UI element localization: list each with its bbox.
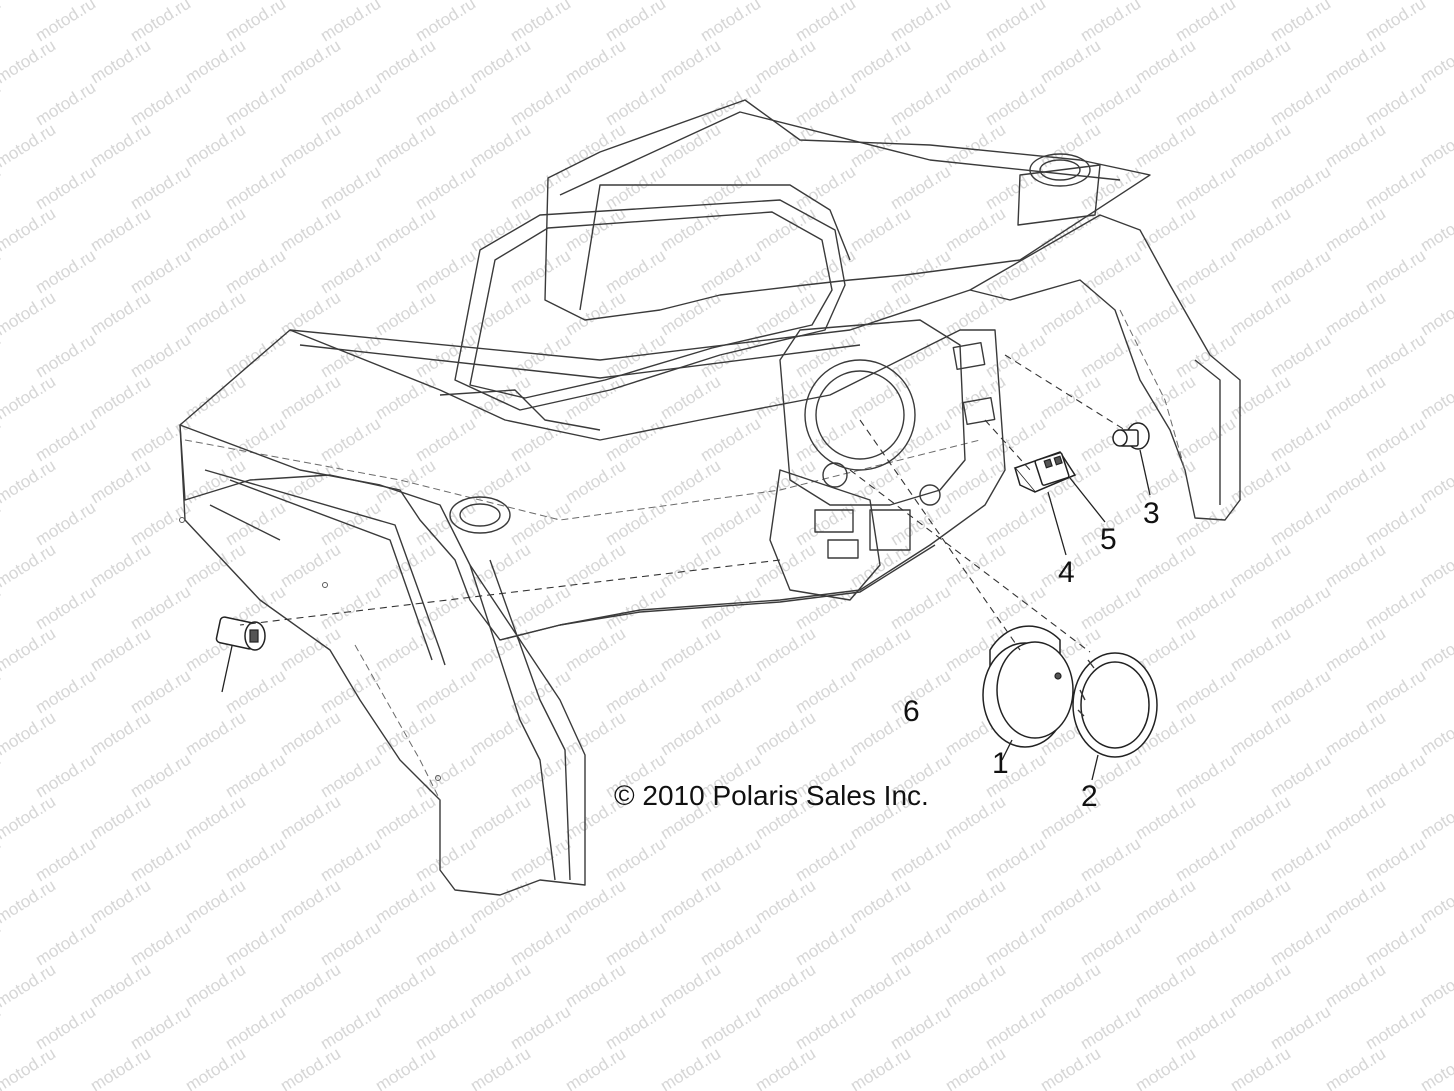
callout-6: 6 <box>903 695 920 728</box>
part-gauge <box>982 625 1074 748</box>
callout-labels: 1 2 3 4 5 6 <box>903 497 1160 813</box>
part-gauge-bezel <box>1072 652 1158 758</box>
part-ignition-switch <box>215 616 266 651</box>
callout-2: 2 <box>1081 780 1098 813</box>
callout-3: 3 <box>1143 497 1160 530</box>
callout-1: 1 <box>992 747 1009 780</box>
callout-5: 5 <box>1100 523 1117 556</box>
copyright-notice: © 2010 Polaris Sales Inc. <box>614 780 929 811</box>
leader-lines <box>221 354 1151 781</box>
part-switch <box>1034 452 1070 486</box>
dashboard-body <box>179 99 1241 896</box>
part-12v-outlet <box>1112 422 1150 450</box>
callout-4: 4 <box>1058 556 1075 589</box>
